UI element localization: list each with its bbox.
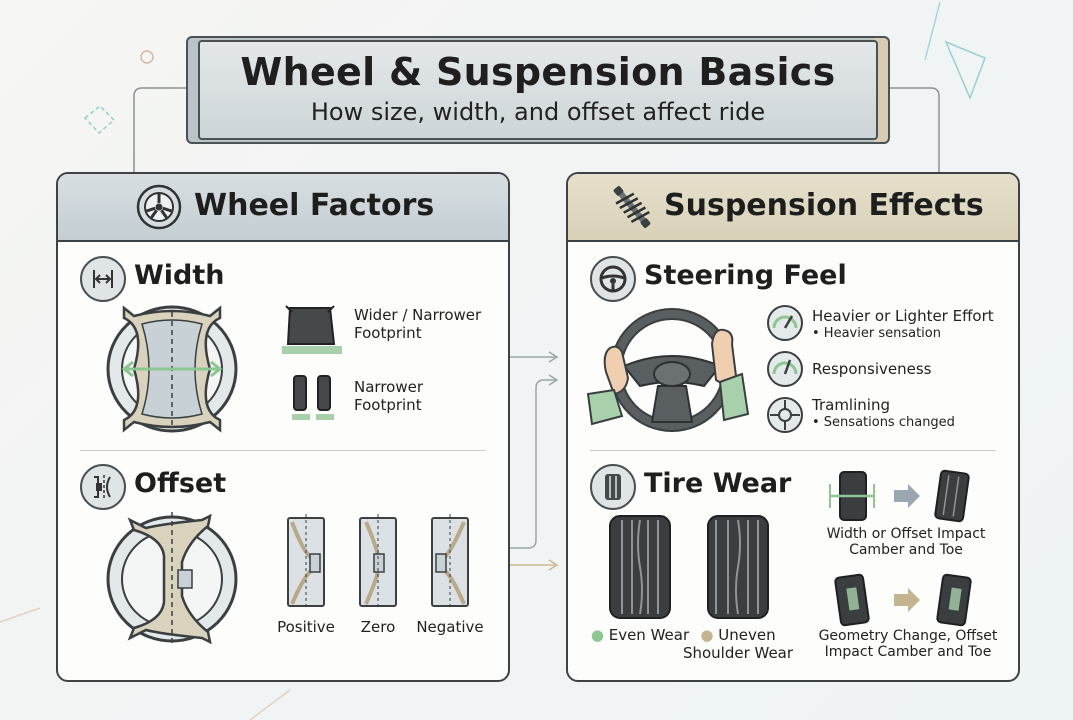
suspension-effects-panel: Suspension Effects Steering Feel Heavier… <box>566 172 1020 682</box>
tire-tread-icon <box>590 464 636 510</box>
steering-section-title: Steering Feel <box>644 260 847 291</box>
steering-item-note: • Sensations changed <box>812 415 955 430</box>
crosshair-icon <box>767 397 803 433</box>
offset-option-label: Positive <box>277 618 335 636</box>
wider-footprint-label: Wider / Narrower Footprint <box>354 306 482 342</box>
tan-bullet-icon: ● <box>700 626 719 644</box>
wheel-offset-illustration <box>106 512 238 646</box>
offset-section-title: Offset <box>134 468 227 499</box>
offset-icon <box>80 464 126 510</box>
suspension-effects-title: Suspension Effects <box>664 188 984 223</box>
negative-offset-icon <box>431 514 469 610</box>
steering-item-label: Tramlining <box>812 396 890 414</box>
page-title: Wheel & Suspension Basics <box>240 50 836 94</box>
steering-item-label: Responsiveness <box>812 360 932 378</box>
wheel-icon <box>136 184 182 230</box>
narrow-footprint-icon <box>292 375 334 420</box>
offset-option-label: Negative <box>416 618 484 636</box>
wheel-width-illustration <box>106 305 238 433</box>
width-section-title: Width <box>134 260 225 291</box>
steering-item-note: • Heavier sensation <box>812 326 941 341</box>
narrower-footprint-label: Narrower Footprint <box>354 378 423 414</box>
shock-absorber-icon <box>613 186 651 228</box>
positive-offset-icon <box>287 514 325 610</box>
offset-option-label: Zero <box>360 618 396 636</box>
width-offset-camber-illustration <box>829 469 970 523</box>
section-divider <box>80 450 486 451</box>
title-banner: Wheel & Suspension Basics How size, widt… <box>198 40 878 140</box>
uneven-wear-tire-icon <box>707 515 769 619</box>
steering-wheel-hands-illustration <box>586 308 750 432</box>
suspension-effects-header: Suspension Effects <box>568 174 1018 242</box>
page-subtitle: How size, width, and offset affect ride <box>310 98 766 126</box>
uneven-wear-label: ● Uneven Shoulder Wear <box>682 626 794 662</box>
wheel-factors-panel: Wheel Factors Width Wider / Narrower Foo… <box>56 172 510 682</box>
section-divider <box>590 450 996 451</box>
gauge-icon <box>767 351 803 387</box>
camber-toe-label: Width or Offset Impact Camber and Toe <box>826 526 986 558</box>
geometry-change-label: Geometry Change, Offset Impact Camber an… <box>818 628 998 660</box>
green-bullet-icon: ● <box>590 626 609 644</box>
even-wear-tire-icon <box>609 515 671 619</box>
steering-item-label: Heavier or Lighter Effort <box>812 307 994 325</box>
wheel-factors-header: Wheel Factors <box>58 174 508 242</box>
width-arrows-icon <box>80 256 126 302</box>
geometry-change-illustration <box>834 573 972 627</box>
tire-wear-section-title: Tire Wear <box>644 468 792 499</box>
zero-offset-icon <box>359 514 397 610</box>
wide-footprint-icon <box>282 305 342 354</box>
steering-wheel-icon <box>590 256 636 302</box>
wheel-factors-title: Wheel Factors <box>194 188 435 223</box>
even-wear-label: ● Even Wear <box>590 626 690 644</box>
gauge-icon <box>767 305 803 341</box>
